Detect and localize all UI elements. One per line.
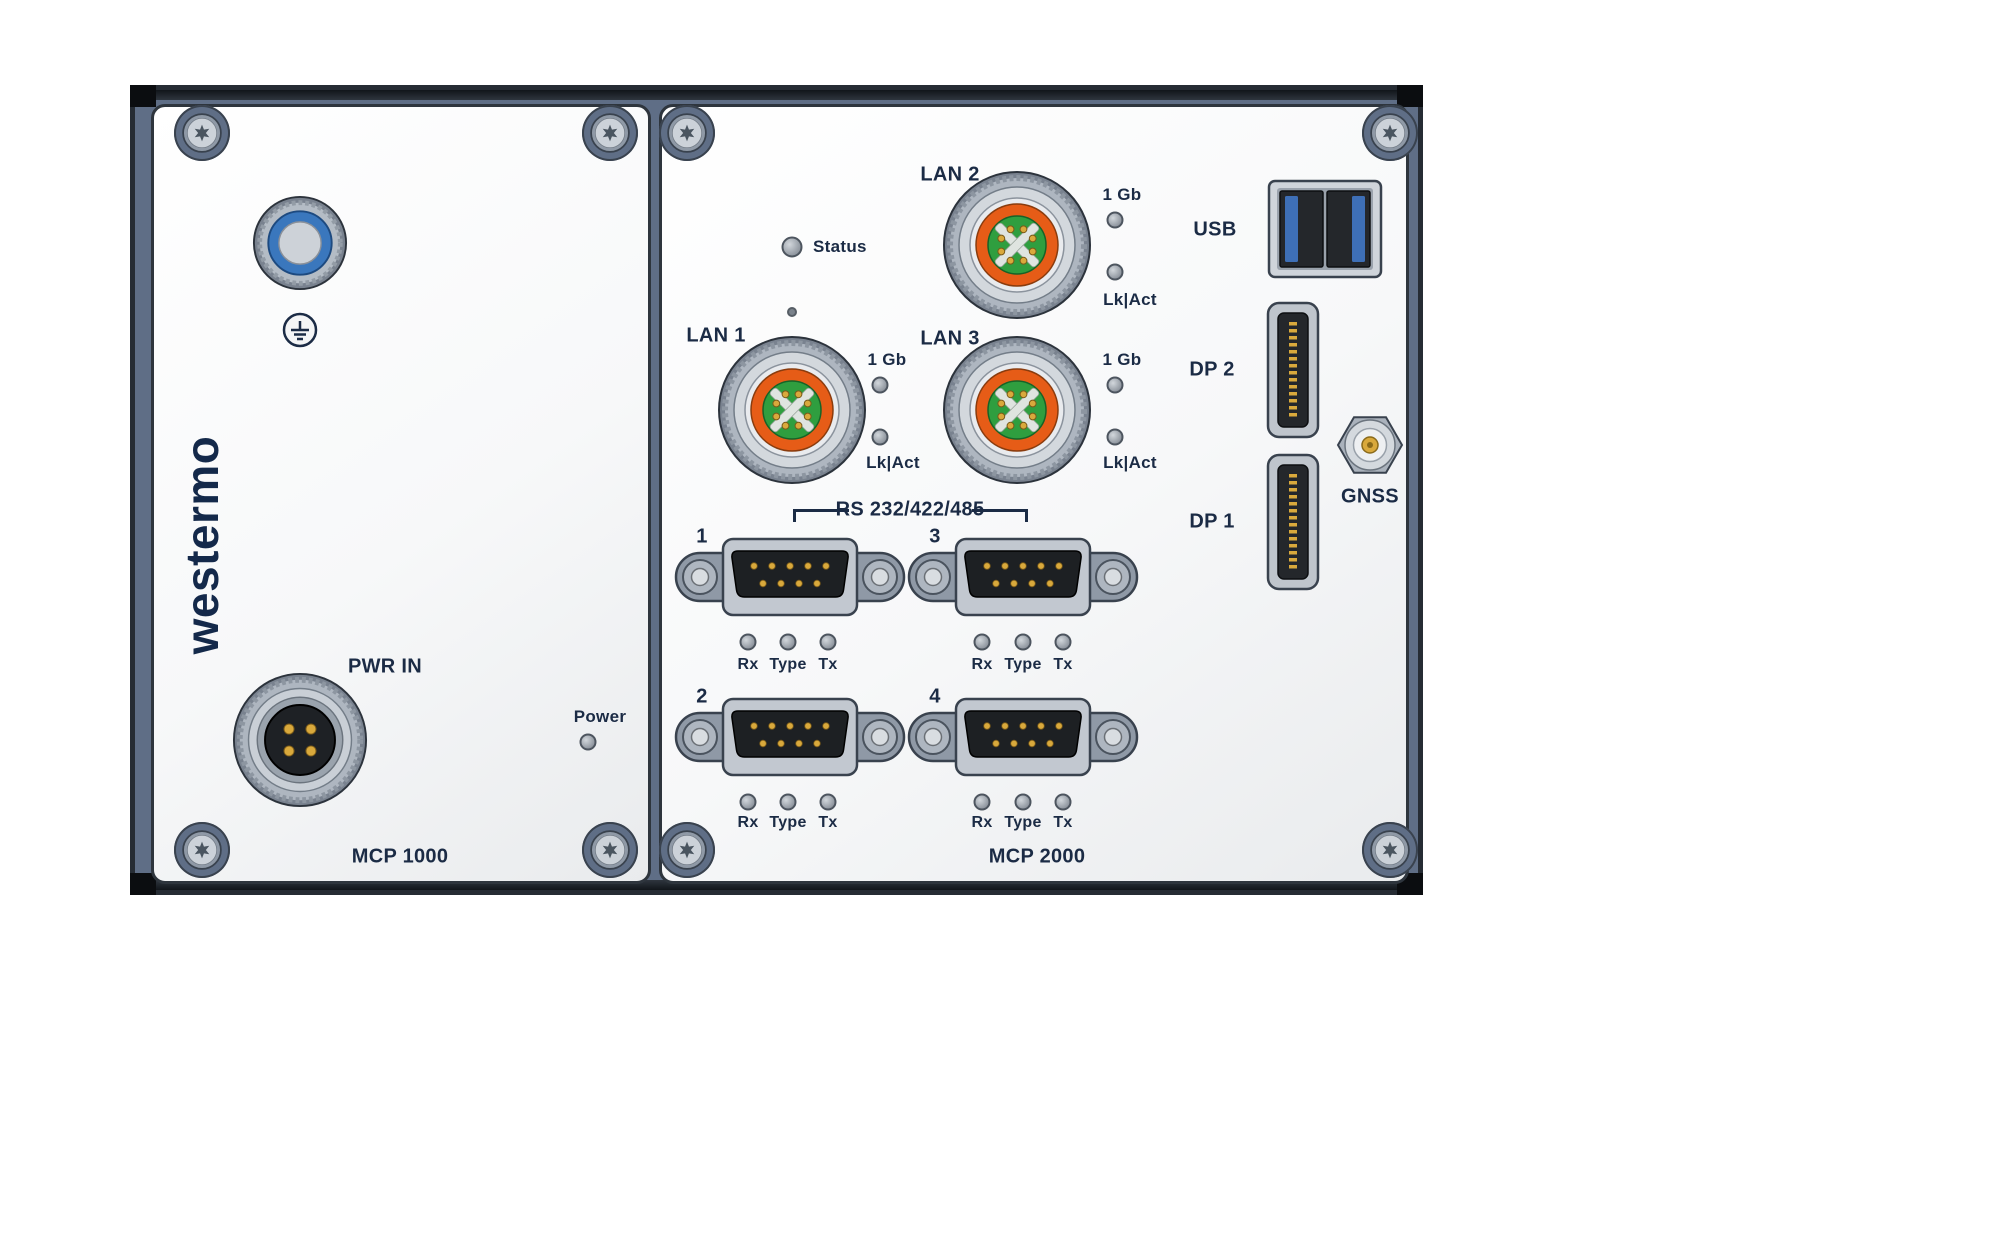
screw-well — [659, 105, 715, 161]
frame-corner-tab — [1397, 85, 1423, 107]
dp2-displayport-connector — [1265, 300, 1321, 440]
torx-screw-icon — [1369, 112, 1411, 154]
serial3-rx-label: Rx — [971, 656, 993, 673]
lan1-lkact-label: Lk|Act — [866, 453, 920, 472]
torx-screw-icon — [181, 112, 223, 154]
screw-well — [1362, 822, 1418, 878]
serial3-type-led — [1014, 633, 1032, 651]
serial1-tx-led — [819, 633, 837, 651]
serial2-type-label: Type — [769, 814, 807, 831]
serial4-number-label: 4 — [929, 685, 941, 708]
frame-bottom-rail — [135, 880, 1418, 890]
screw-well — [1362, 105, 1418, 161]
lan2-lkact-label: Lk|Act — [1103, 290, 1157, 309]
screw-well — [174, 105, 230, 161]
serial-group-bracket-left — [793, 509, 849, 522]
serial2-tx-led — [819, 793, 837, 811]
lan1-label: LAN 1 — [686, 324, 746, 347]
pwr-in-label: PWR IN — [347, 655, 423, 678]
serial2-rx-label: Rx — [737, 814, 759, 831]
lan3-lkact-label: Lk|Act — [1103, 453, 1157, 472]
westermo-logo: westermo — [176, 435, 228, 655]
serial1-type-label: Type — [769, 656, 807, 673]
serial3-number-label: 3 — [929, 525, 941, 548]
serial3-tx-led — [1054, 633, 1072, 651]
device-front-panel: westermo PWR IN Power MCP 1000 Status LA… — [130, 85, 1423, 895]
lan3-1gb-led — [1106, 376, 1124, 394]
power-led — [579, 733, 597, 751]
serial4-tx-led — [1054, 793, 1072, 811]
serial1-number-label: 1 — [696, 525, 708, 548]
serial3-type-label: Type — [1004, 656, 1042, 673]
screw-well — [582, 105, 638, 161]
lan3-label: LAN 3 — [920, 327, 980, 350]
status-led — [781, 236, 803, 258]
dp1-label: DP 1 — [1189, 510, 1235, 533]
serial1-type-led — [779, 633, 797, 651]
antenna-connector — [252, 195, 348, 291]
power-led-label: Power — [573, 707, 627, 726]
usb-dual-port-connector — [1266, 178, 1384, 280]
mcp2000-model-label: MCP 2000 — [988, 845, 1086, 868]
serial2-tx-label: Tx — [818, 814, 838, 831]
gnss-label: GNSS — [1341, 485, 1399, 508]
torx-screw-icon — [589, 829, 631, 871]
torx-screw-icon — [1369, 829, 1411, 871]
lan2-lkact-led — [1106, 263, 1124, 281]
lan3-m12-connector — [942, 335, 1092, 485]
lan1-lkact-led — [871, 428, 889, 446]
reset-pinhole — [787, 307, 797, 317]
frame-top-rail — [135, 90, 1418, 100]
serial2-number-label: 2 — [696, 685, 708, 708]
lan2-1gb-label: 1 Gb — [1102, 185, 1142, 204]
serial3-rx-led — [973, 633, 991, 651]
module-mcp1000-panel — [151, 104, 651, 884]
mcp1000-model-label: MCP 1000 — [351, 845, 449, 868]
ground-symbol-icon — [280, 310, 320, 350]
dp2-label: DP 2 — [1189, 358, 1235, 381]
serial1-tx-label: Tx — [818, 656, 838, 673]
serial-header-label: RS 232/422/485 — [835, 498, 985, 521]
power-m12-connector — [232, 672, 368, 808]
serial4-rx-led — [973, 793, 991, 811]
lan3-1gb-label: 1 Gb — [1102, 350, 1142, 369]
torx-screw-icon — [589, 112, 631, 154]
serial2-rx-led — [739, 793, 757, 811]
serial2-db9-connector — [670, 682, 910, 792]
serial4-tx-label: Tx — [1053, 814, 1073, 831]
lan2-label: LAN 2 — [920, 163, 980, 186]
screw-well — [659, 822, 715, 878]
serial4-type-label: Type — [1004, 814, 1042, 831]
serial4-type-led — [1014, 793, 1032, 811]
serial1-db9-connector — [670, 522, 910, 632]
torx-screw-icon — [666, 112, 708, 154]
lan2-m12-connector — [942, 170, 1092, 320]
lan3-lkact-led — [1106, 428, 1124, 446]
serial1-rx-label: Rx — [737, 656, 759, 673]
lan2-1gb-led — [1106, 211, 1124, 229]
serial3-tx-label: Tx — [1053, 656, 1073, 673]
frame-corner-tab — [130, 85, 156, 107]
usb-label: USB — [1193, 218, 1237, 241]
torx-screw-icon — [181, 829, 223, 871]
lan1-m12-connector — [717, 335, 867, 485]
serial3-db9-connector — [903, 522, 1143, 632]
frame-corner-tab — [130, 873, 156, 895]
serial4-db9-connector — [903, 682, 1143, 792]
status-label: Status — [813, 237, 867, 256]
lan1-1gb-led — [871, 376, 889, 394]
torx-screw-icon — [666, 829, 708, 871]
lan1-1gb-label: 1 Gb — [867, 350, 907, 369]
screw-well — [582, 822, 638, 878]
serial1-rx-led — [739, 633, 757, 651]
gnss-sma-connector — [1335, 410, 1405, 480]
screw-well — [174, 822, 230, 878]
serial2-type-led — [779, 793, 797, 811]
serial4-rx-label: Rx — [971, 814, 993, 831]
serial-group-bracket-right — [972, 509, 1028, 522]
dp1-displayport-connector — [1265, 452, 1321, 592]
